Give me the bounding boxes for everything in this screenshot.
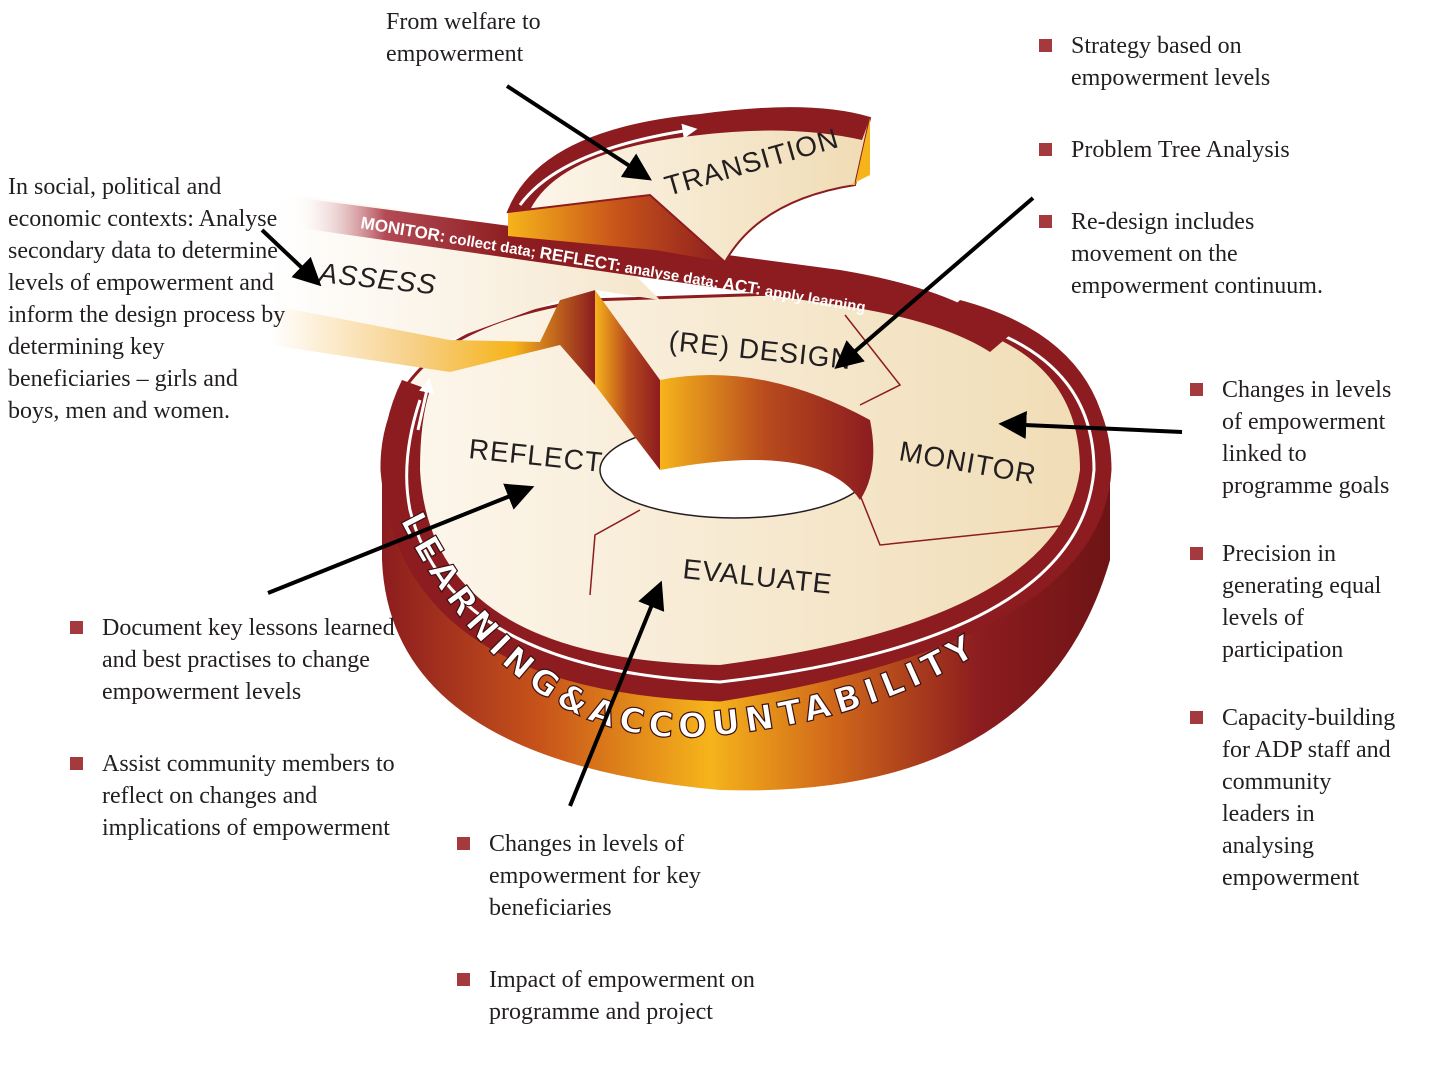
ring-rim <box>382 300 1110 700</box>
bullet-icon <box>70 621 83 634</box>
list-item: Assist community members to reflect on c… <box>68 748 398 844</box>
bullet-icon <box>1190 547 1203 560</box>
bullet-icon <box>1039 39 1052 52</box>
reflect-list: Document key lessons learned and best pr… <box>68 612 398 884</box>
list-item: Capacity-building for ADP staff and comm… <box>1188 702 1398 894</box>
learning-cycle-diagram: TRANSITION ASSESS (RE) DESIGN MONITOR RE… <box>260 84 1183 807</box>
list-item: Document key lessons learned and best pr… <box>68 612 398 708</box>
transition-note: From welfare to empowerment <box>386 9 541 67</box>
list-item: Strategy based on empowerment levels <box>1037 30 1337 94</box>
list-item: Changes in levels of empowerment for key… <box>455 828 795 924</box>
pointer-arrow-evaluate <box>568 580 665 807</box>
assess-note: In social, political and economic contex… <box>8 174 286 424</box>
bullet-icon <box>70 757 83 770</box>
bullet-icon <box>457 973 470 986</box>
design-list: Strategy based on empowerment levels Pro… <box>1037 30 1337 342</box>
bullet-icon <box>1039 143 1052 156</box>
list-item: Re-design includes movement on the empow… <box>1037 206 1337 302</box>
segment-divider <box>589 509 641 596</box>
segment-divider <box>844 314 902 406</box>
mra-band <box>300 198 1010 352</box>
pointer-arrow-reflect <box>267 483 535 595</box>
pointer-arrow-design <box>834 196 1035 370</box>
bullet-icon <box>1039 215 1052 228</box>
pointer-arrow-assess <box>260 228 322 287</box>
bullet-icon <box>1190 383 1203 396</box>
assess-arm-side <box>270 290 595 385</box>
pointer-arrow-monitor <box>998 411 1183 440</box>
list-item: Changes in levels of empowerment linked … <box>1188 374 1398 502</box>
bullet-icon <box>1190 711 1203 724</box>
list-item: Problem Tree Analysis <box>1037 134 1337 166</box>
segment-divider <box>859 494 1071 546</box>
monitor-list: Changes in levels of empowerment linked … <box>1188 374 1398 930</box>
transition-arrow-line <box>518 123 698 206</box>
list-item: Precision in generating equal levels of … <box>1188 538 1398 666</box>
list-item: Impact of empowerment on programme and p… <box>455 964 795 1028</box>
reflect-notch-wall <box>595 290 660 470</box>
ring-side-wall <box>382 470 1110 791</box>
inner-hole-wall <box>660 375 874 500</box>
ring-white-line <box>405 328 1096 684</box>
transition-tip-wall <box>850 118 870 185</box>
evaluate-list: Changes in levels of empowerment for key… <box>455 828 795 1068</box>
pointer-arrow-transition <box>505 84 652 181</box>
transition-wall <box>508 195 725 262</box>
ring-white-arrow-left <box>416 377 434 431</box>
bullet-icon <box>457 837 470 850</box>
